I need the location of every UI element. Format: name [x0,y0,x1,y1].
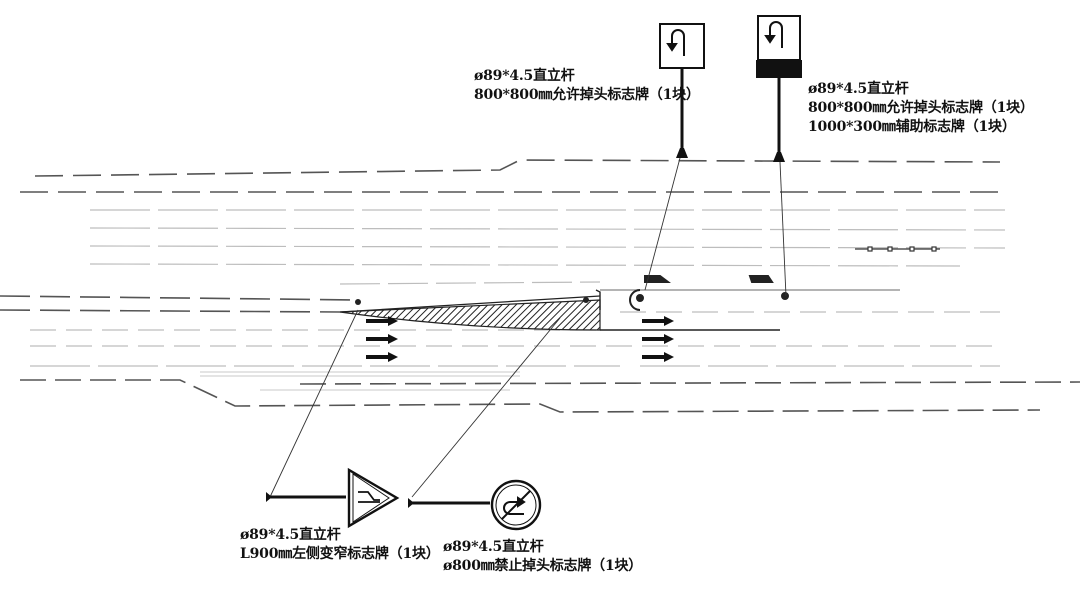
straight-arrow-icon [642,352,674,362]
label-line: 1000*300㎜辅助标志牌（1块） [808,119,1016,135]
straight-arrow-icon [642,316,674,326]
road-uturn-marking [629,275,789,311]
u-turn-arrow-icon [764,21,783,48]
straight-arrow-icon [366,352,398,362]
label-line: ø800㎜禁止掉头标志牌（1块） [443,558,643,574]
curb-detail [200,371,520,391]
label-line: ø89*4.5直立杆 [808,81,909,97]
label-line: ø89*4.5直立杆 [443,539,544,555]
label-left-narrow-sign: ø89*4.5直立杆 L900㎜左侧变窄标志牌（1块） [240,526,440,564]
sign-uturn-allowed [659,23,705,158]
median-taper [339,289,780,331]
label-uturn-allowed-sign: ø89*4.5直立杆 800*800㎜允许掉头标志牌（1块） [474,67,700,105]
straight-arrow-icon [366,334,398,344]
road-edge-lines [0,159,1080,413]
sign-left-narrowing [266,467,400,529]
small-marker-line [855,246,940,252]
sign-uturn-allowed-aux [756,15,802,162]
label-line: L900㎜左侧变窄标志牌（1块） [240,546,440,562]
label-line: 800*800㎜允许掉头标志牌（1块） [474,87,700,103]
label-line: 800*800㎜允许掉头标志牌（1块） [808,100,1034,116]
straight-arrow-icon [642,334,674,344]
label-line: ø89*4.5直立杆 [474,68,575,84]
leader-lines [269,157,787,498]
u-turn-arrow-icon [666,29,685,56]
label-uturn-allowed-aux-sign: ø89*4.5直立杆 800*800㎜允许掉头标志牌（1块） 1000*300㎜… [808,80,1034,137]
lane-narrows-left-icon [358,491,380,503]
straight-arrow-icon [366,316,398,326]
sign-no-uturn [408,479,542,531]
no-u-turn-icon [501,490,531,520]
label-no-uturn-sign: ø89*4.5直立杆 ø800㎜禁止掉头标志牌（1块） [443,538,642,576]
lane-arrows [366,316,674,362]
label-line: ø89*4.5直立杆 [240,527,341,543]
lane-lines [30,209,1006,367]
